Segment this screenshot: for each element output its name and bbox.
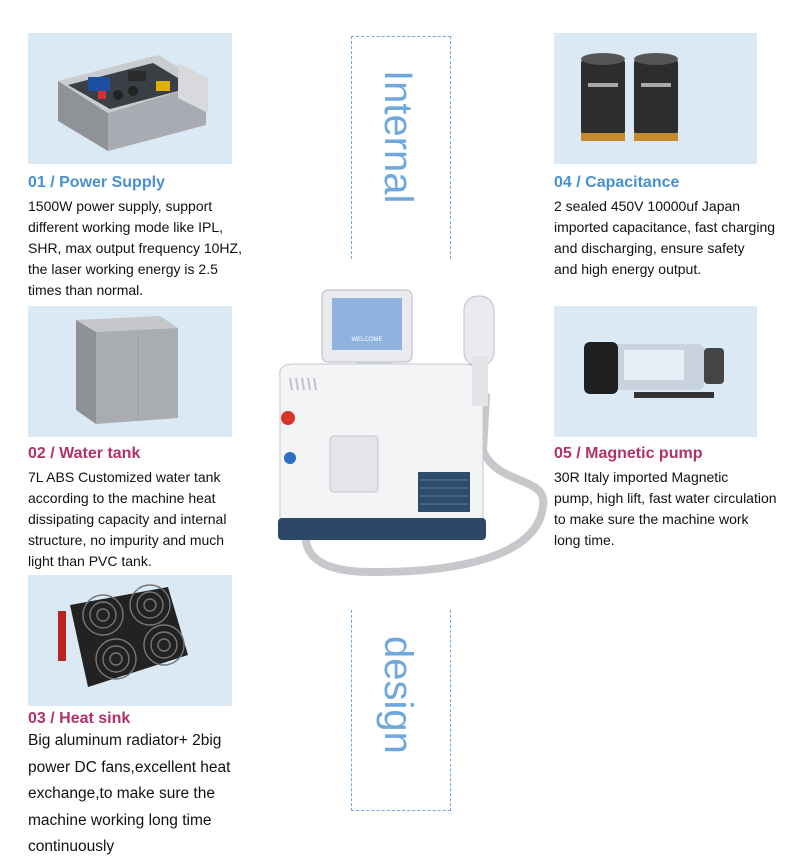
ipl-machine-illustration: WELCOME — [258, 286, 548, 578]
description-line: Big aluminum radiator+ 2big — [28, 732, 222, 749]
section-description: 30R Italy imported Magnetic pump, high l… — [554, 467, 777, 551]
section-description: 1500W power supply, support different wo… — [28, 196, 242, 301]
design-label-frame — [351, 610, 451, 811]
description-line: and discharging, ensure safety — [554, 240, 745, 256]
section-title: 04 / Capacitance — [554, 174, 680, 191]
description-line: pump, high lift, fast water circulation — [554, 490, 777, 506]
description-line: according to the machine heat — [28, 490, 216, 506]
screen-welcome-text: WELCOME — [351, 337, 382, 343]
section-description: 2 sealed 450V 10000uf Japan imported cap… — [554, 196, 775, 280]
description-line: 7L ABS Customized water tank — [28, 469, 221, 485]
description-line: 1500W power supply, support — [28, 198, 213, 214]
description-line: exchange,to make sure the — [28, 785, 215, 802]
description-line: SHR, max output frequency 10HZ, — [28, 240, 242, 256]
section-description: Big aluminum radiator+ 2big power DC fan… — [28, 728, 230, 861]
description-line: and high energy output. — [554, 261, 702, 277]
description-line: long time. — [554, 532, 615, 548]
heat-sink-photo — [28, 575, 232, 706]
description-line: times than normal. — [28, 282, 144, 298]
description-line: structure, no impurity and much — [28, 532, 225, 548]
description-line: continuously — [28, 838, 115, 855]
description-line: 2 sealed 450V 10000uf Japan — [554, 198, 741, 214]
description-line: light than PVC tank. — [28, 553, 152, 569]
power-supply-photo — [28, 33, 232, 164]
design-label: design — [376, 636, 420, 754]
section-title: 05 / Magnetic pump — [554, 445, 703, 462]
description-line: power DC fans,excellent heat — [28, 758, 231, 776]
water-tank-photo — [28, 306, 232, 437]
description-line: different working mode like IPL, — [28, 219, 224, 235]
section-title: 02 / Water tank — [28, 445, 141, 462]
description-line: machine working long time — [28, 811, 212, 829]
description-line: the laser working energy is 2.5 — [28, 261, 218, 277]
magnetic-pump-photo — [554, 306, 757, 437]
description-line: imported capacitance, fast charging — [554, 219, 776, 235]
capacitance-photo — [554, 33, 757, 164]
section-title: 01 / Power Supply — [28, 174, 165, 191]
description-line: to make sure the machine work — [554, 511, 749, 527]
description-line: 30R Italy imported Magnetic — [554, 469, 729, 485]
internal-label-frame — [351, 36, 451, 259]
description-line: dissipating capacity and internal — [28, 511, 227, 527]
section-description: 7L ABS Customized water tank according t… — [28, 467, 226, 572]
internal-label: Internal — [376, 70, 420, 204]
section-title: 03 / Heat sink — [28, 710, 131, 727]
